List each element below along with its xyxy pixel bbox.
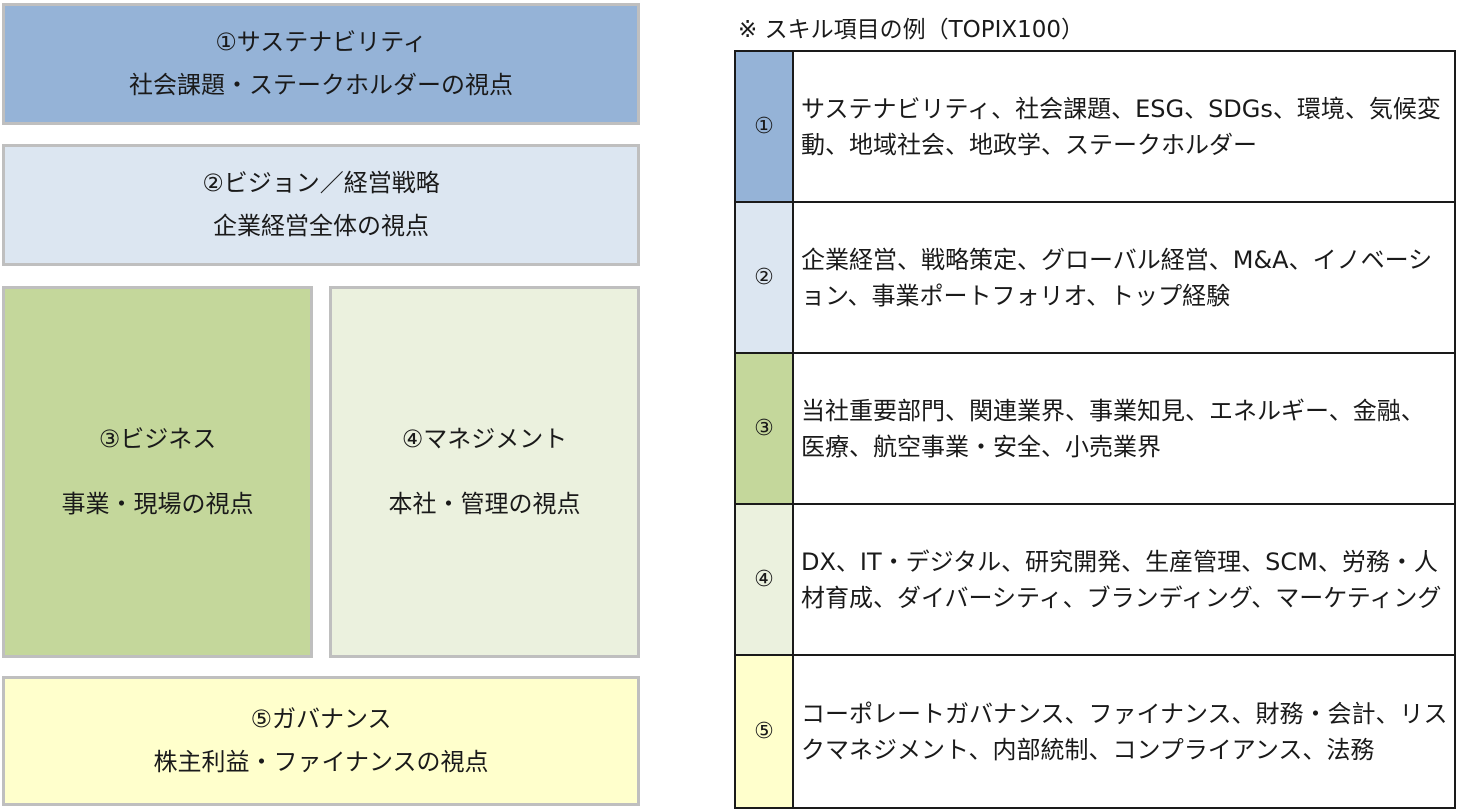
business-subtitle: 事業・現場の視点 — [61, 490, 254, 518]
skill-examples-table: ① サステナビリティ、社会課題、ESG、SDGs、環境、気候変動、地域社会、地政… — [734, 50, 1456, 809]
management-subtitle: 本社・管理の視点 — [388, 490, 581, 518]
business-perspective-box: ③ビジネス 事業・現場の視点 — [2, 286, 313, 658]
table-row: ④ DX、IT・デジタル、研究開発、生産管理、SCM、労務・人材育成、ダイバーシ… — [734, 503, 1456, 656]
row-number-cell: ② — [734, 201, 794, 354]
row-number-cell: ③ — [734, 352, 794, 505]
table-row: ① サステナビリティ、社会課題、ESG、SDGs、環境、気候変動、地域社会、地政… — [734, 50, 1456, 203]
governance-title: ⑤ガバナンス — [250, 704, 392, 733]
row-number-cell: ⑤ — [734, 654, 794, 809]
sustainability-perspective-box: ①サステナビリティ 社会課題・ステークホルダーの視点 — [2, 3, 640, 125]
business-title: ③ビジネス — [98, 424, 217, 453]
row-number-cell: ④ — [734, 503, 794, 656]
management-title: ④マネジメント — [401, 424, 568, 453]
vision-strategy-title: ②ビジョン／経営戦略 — [202, 168, 440, 197]
skill-table-title: ※ スキル項目の例（TOPIX100） — [738, 17, 1085, 43]
row-number-cell: ① — [734, 50, 794, 203]
vision-strategy-perspective-box: ②ビジョン／経営戦略 企業経営全体の視点 — [2, 144, 640, 266]
governance-subtitle: 株主利益・ファイナンスの視点 — [153, 748, 489, 776]
row-skills-cell: コーポレートガバナンス、ファイナンス、財務・会計、リスクマネジメント、内部統制、… — [792, 654, 1456, 809]
sustainability-title: ①サステナビリティ — [215, 27, 427, 56]
table-row: ② 企業経営、戦略策定、グローバル経営、M&A、イノベーション、事業ポートフォリ… — [734, 201, 1456, 354]
row-skills-cell: 企業経営、戦略策定、グローバル経営、M&A、イノベーション、事業ポートフォリオ、… — [792, 201, 1456, 354]
table-row: ③ 当社重要部門、関連業界、事業知見、エネルギー、金融、医療、航空事業・安全、小… — [734, 352, 1456, 505]
row-skills-cell: DX、IT・デジタル、研究開発、生産管理、SCM、労務・人材育成、ダイバーシティ… — [792, 503, 1456, 656]
row-skills-cell: 当社重要部門、関連業界、事業知見、エネルギー、金融、医療、航空事業・安全、小売業… — [792, 352, 1456, 505]
row-skills-cell: サステナビリティ、社会課題、ESG、SDGs、環境、気候変動、地域社会、地政学、… — [792, 50, 1456, 203]
vision-strategy-subtitle: 企業経営全体の視点 — [213, 212, 429, 240]
governance-perspective-box: ⑤ガバナンス 株主利益・ファイナンスの視点 — [2, 676, 640, 806]
management-perspective-box: ④マネジメント 本社・管理の視点 — [329, 286, 640, 658]
table-row: ⑤ コーポレートガバナンス、ファイナンス、財務・会計、リスクマネジメント、内部統… — [734, 654, 1456, 809]
sustainability-subtitle: 社会課題・ステークホルダーの視点 — [129, 71, 513, 99]
